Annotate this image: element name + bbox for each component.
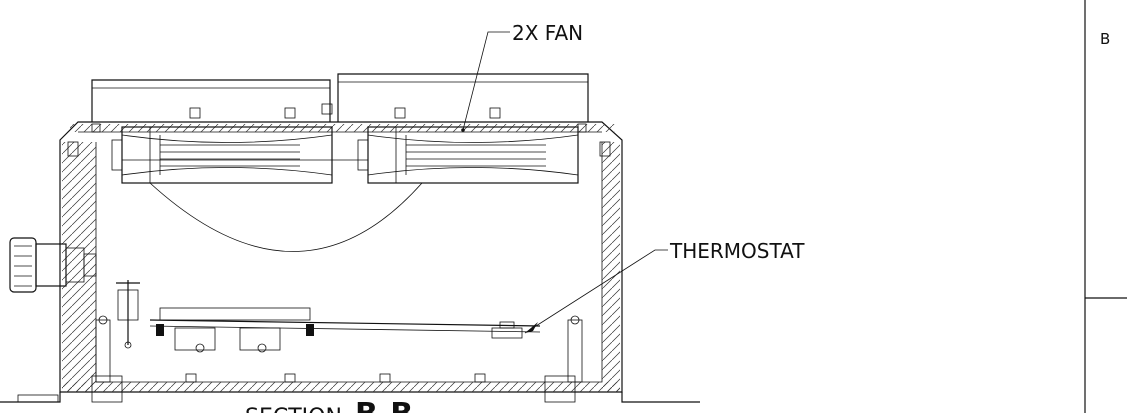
drawing-frame <box>1084 0 1127 413</box>
fan-right <box>357 126 579 184</box>
enclosure-lids <box>91 73 589 122</box>
thermostat-callout: THERMOSTAT <box>669 239 805 263</box>
fan-left <box>111 126 333 184</box>
thermostat <box>491 321 523 339</box>
cable-gland <box>9 237 97 293</box>
fan-callout: 2X FAN <box>512 21 583 45</box>
component-shelf <box>95 280 583 383</box>
enclosure-body <box>0 121 700 403</box>
section-title-prefix: SECTION <box>245 405 342 413</box>
cable <box>149 182 423 252</box>
leader-lines <box>462 31 668 334</box>
zone-letter: B <box>1100 30 1110 48</box>
section-title: SECTION B-B <box>245 397 413 413</box>
section-title-id: B-B <box>355 397 413 413</box>
